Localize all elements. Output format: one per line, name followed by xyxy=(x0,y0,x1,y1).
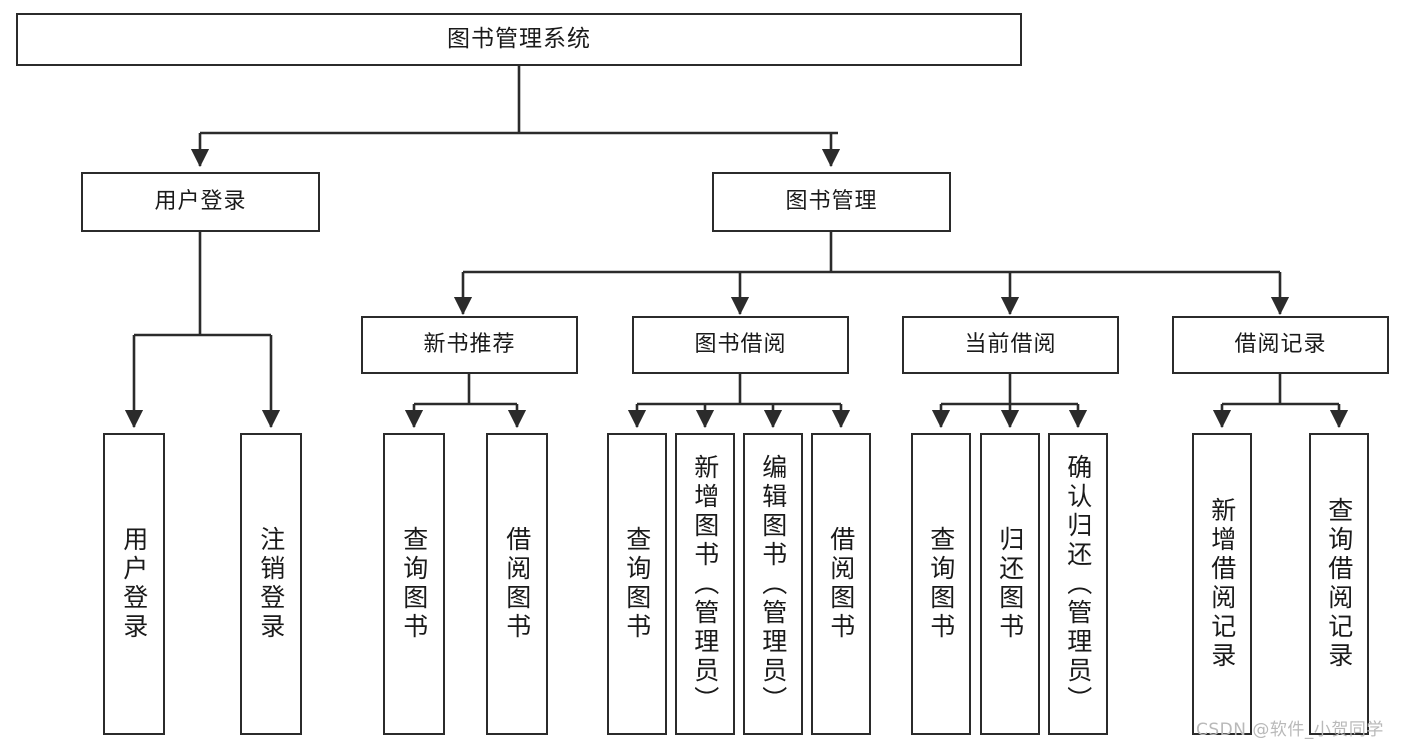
node-current-borrow[interactable]: 当前借阅 xyxy=(902,316,1119,374)
leaf-book-borrow-edit-book-admin[interactable]: 编辑图书（管理员） xyxy=(743,433,803,735)
leaf-book-borrow-borrow-book[interactable]: 借阅图书 xyxy=(811,433,871,735)
leaf-current-borrow-query-book[interactable]: 查询图书 xyxy=(911,433,971,735)
node-book-borrow[interactable]: 图书借阅 xyxy=(632,316,849,374)
leaf-new-book-query-book[interactable]: 查询图书 xyxy=(383,433,445,735)
node-label: 新书推荐 xyxy=(423,331,516,357)
node-label: 借阅图书 xyxy=(826,526,856,642)
node-label: 查询图书 xyxy=(399,526,429,642)
node-label: 归还图书 xyxy=(995,526,1025,642)
node-label: 编辑图书（管理员） xyxy=(758,453,788,715)
node-label: 注销登录 xyxy=(256,526,286,642)
leaf-user-login-login[interactable]: 用户登录 xyxy=(103,433,165,735)
node-new-book-recommend[interactable]: 新书推荐 xyxy=(361,316,578,374)
node-user-login[interactable]: 用户登录 xyxy=(81,172,320,232)
node-label: 确认归还（管理员） xyxy=(1063,453,1093,715)
leaf-current-borrow-return-book[interactable]: 归还图书 xyxy=(980,433,1040,735)
node-label: 新增借阅记录 xyxy=(1207,497,1237,671)
leaf-book-borrow-add-book-admin[interactable]: 新增图书（管理员） xyxy=(675,433,735,735)
leaf-borrow-record-query-record[interactable]: 查询借阅记录 xyxy=(1309,433,1369,735)
node-label: 当前借阅 xyxy=(964,331,1057,357)
node-borrow-record[interactable]: 借阅记录 xyxy=(1172,316,1389,374)
leaf-book-borrow-query-book[interactable]: 查询图书 xyxy=(607,433,667,735)
leaf-user-login-logout[interactable]: 注销登录 xyxy=(240,433,302,735)
leaf-borrow-record-add-record[interactable]: 新增借阅记录 xyxy=(1192,433,1252,735)
node-root-book-management-system[interactable]: 图书管理系统 xyxy=(16,13,1022,66)
node-label: 用户登录 xyxy=(154,188,247,214)
leaf-new-book-borrow-book[interactable]: 借阅图书 xyxy=(486,433,548,735)
node-label: 图书借阅 xyxy=(694,331,787,357)
node-label: 图书管理系统 xyxy=(447,25,591,52)
leaf-current-borrow-confirm-return-admin[interactable]: 确认归还（管理员） xyxy=(1048,433,1108,735)
node-label: 查询图书 xyxy=(926,526,956,642)
node-label: 借阅记录 xyxy=(1234,331,1327,357)
node-label: 图书管理 xyxy=(785,188,878,214)
node-label: 借阅图书 xyxy=(502,526,532,642)
node-book-management[interactable]: 图书管理 xyxy=(712,172,951,232)
node-label: 新增图书（管理员） xyxy=(690,453,720,715)
node-label: 用户登录 xyxy=(119,526,149,642)
node-label: 查询借阅记录 xyxy=(1324,497,1354,671)
node-label: 查询图书 xyxy=(622,526,652,642)
